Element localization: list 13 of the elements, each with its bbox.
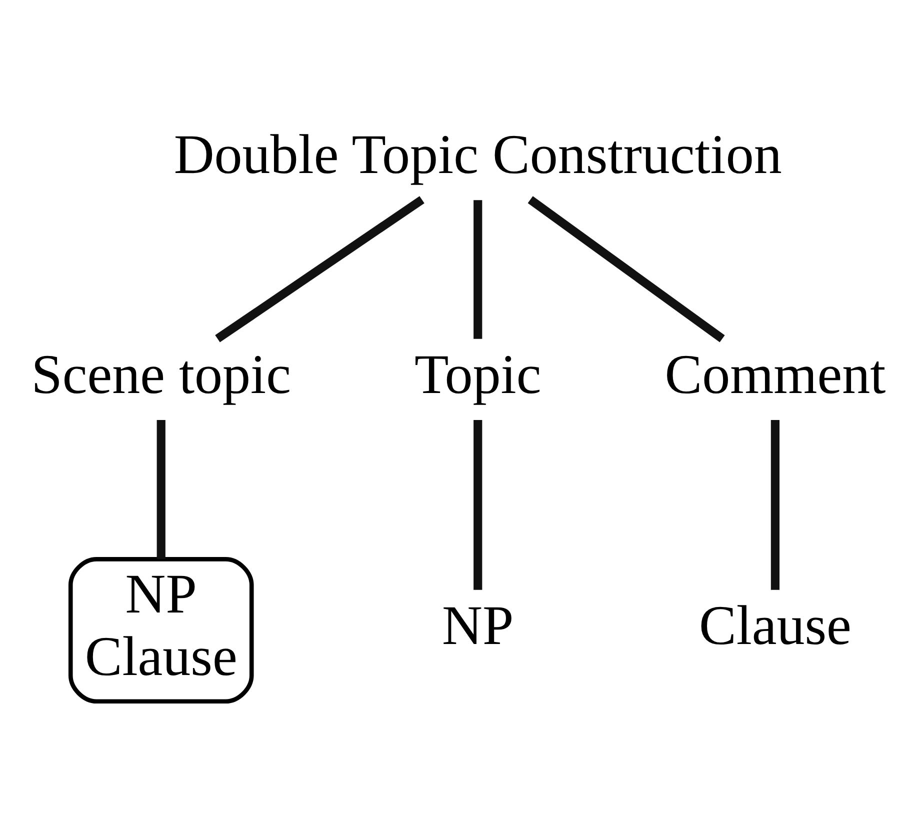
node-box: NP Clause xyxy=(68,556,254,704)
connector xyxy=(474,200,482,338)
node-text: Clause xyxy=(698,594,852,656)
node-text: Comment xyxy=(664,343,886,406)
node-text: Scene topic xyxy=(31,343,291,406)
connector xyxy=(215,196,424,342)
node-text: Double Topic Construction xyxy=(174,124,782,186)
node-text: NP xyxy=(442,594,514,656)
connector xyxy=(528,196,725,342)
connector xyxy=(770,419,780,590)
connector xyxy=(156,419,166,559)
connector xyxy=(474,419,482,590)
node-text: Topic xyxy=(414,343,542,406)
